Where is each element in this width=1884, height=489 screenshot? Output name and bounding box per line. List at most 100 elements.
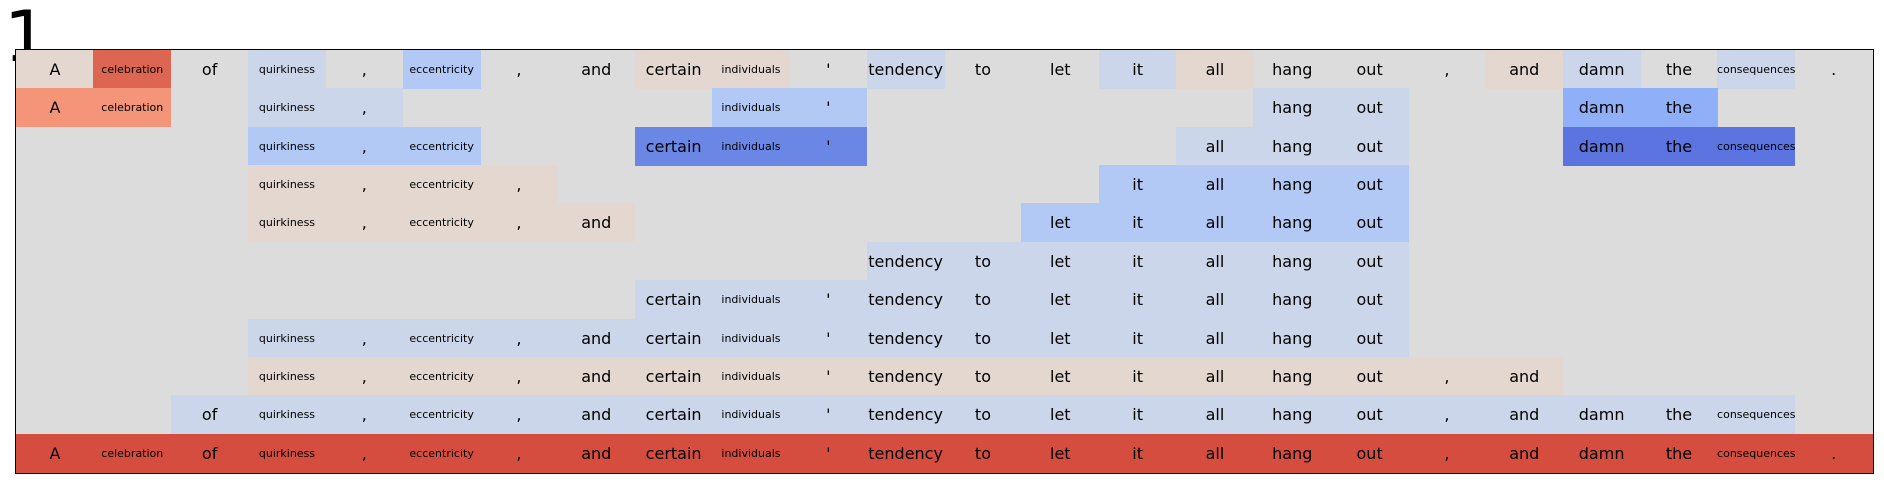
token-cell: hang — [1253, 88, 1332, 128]
token-cell: individuals — [712, 395, 790, 435]
token-cell: , — [480, 395, 558, 435]
token-cell: ' — [789, 433, 868, 473]
token-cell: to — [944, 356, 1022, 396]
token-cell: all — [1176, 318, 1254, 358]
token-cell: ' — [789, 356, 868, 396]
token-cell: quirkiness — [248, 356, 326, 396]
token-cell: and — [581, 59, 612, 79]
token-cell: quirkiness — [248, 50, 326, 89]
token-cell: eccentricity — [402, 433, 481, 473]
token-cell: hang — [1253, 433, 1332, 473]
token-cell: the — [1665, 59, 1693, 79]
token-cell: , — [325, 395, 404, 435]
token-cell: out — [1330, 126, 1409, 166]
token-cell: certain — [634, 126, 713, 166]
token-cell: and — [557, 356, 636, 396]
token-cell: , — [1444, 59, 1450, 79]
token-cell: of — [170, 433, 249, 473]
token-cell: certain — [634, 318, 713, 358]
token-cell: A — [16, 50, 94, 89]
token-cell: and — [1485, 50, 1564, 89]
token-cell: hang — [1272, 59, 1313, 79]
token-cell: individuals — [712, 356, 790, 396]
token-cell: and — [1485, 395, 1564, 435]
token-cell: out — [1330, 241, 1409, 281]
token-cell: consequences — [1717, 126, 1796, 166]
token-cell: hang — [1253, 395, 1332, 435]
token-cell: all — [1176, 126, 1254, 166]
token-cell: to — [974, 59, 991, 79]
token-cell: ' — [789, 318, 868, 358]
token-cell: the — [1640, 433, 1718, 473]
token-cell: hang — [1253, 356, 1332, 396]
token-cell: and — [557, 203, 636, 243]
token-cell: , — [325, 318, 404, 358]
token-cell: it — [1098, 395, 1177, 435]
token-cell: all — [1176, 395, 1254, 435]
token-cell: hang — [1253, 280, 1332, 320]
token-cell: let — [1021, 433, 1100, 473]
token-cell: hang — [1253, 318, 1332, 358]
token-cell: and — [557, 433, 636, 473]
token-cell: out — [1330, 433, 1409, 473]
token-cell: it — [1098, 280, 1177, 320]
token-cell: tendency — [866, 280, 945, 320]
token-cell: . — [1794, 433, 1873, 473]
token-cell: eccentricity — [402, 126, 481, 166]
token-cell: tendency — [866, 395, 945, 435]
token-cell: celebration — [93, 433, 172, 473]
token-cell: quirkiness — [248, 88, 326, 128]
token-cell: certain — [634, 433, 713, 473]
token-cell: damn — [1562, 50, 1641, 89]
token-cell: eccentricity — [402, 165, 481, 205]
token-cell: to — [944, 241, 1022, 281]
token-cell: let — [1021, 395, 1100, 435]
token-cell: it — [1098, 241, 1177, 281]
token-cell: it — [1098, 165, 1177, 205]
token-cell: individuals — [712, 88, 790, 128]
token-cell: out — [1330, 203, 1409, 243]
token-cell: all — [1176, 280, 1254, 320]
token-cell: let — [1021, 318, 1100, 358]
token-cell: certain — [634, 280, 713, 320]
token-cell: celebration — [93, 88, 172, 128]
token-cell: quirkiness — [248, 318, 326, 358]
token-cell: let — [1021, 203, 1100, 243]
token-cell: eccentricity — [402, 395, 481, 435]
token-cell: ' — [789, 88, 868, 128]
token-cell: individuals — [712, 280, 790, 320]
token-cell: consequences — [1717, 433, 1796, 473]
token-cell: out — [1330, 165, 1409, 205]
token-cell: , — [1408, 356, 1486, 396]
token-cell: eccentricity — [402, 318, 481, 358]
token-cell: , — [1408, 433, 1486, 473]
token-cell: individuals — [712, 318, 790, 358]
token-cell: ' — [789, 126, 868, 166]
token-cell: it — [1098, 203, 1177, 243]
token-cell: tendency — [866, 50, 945, 89]
token-cell: , — [325, 126, 404, 166]
token-cell: and — [1485, 356, 1564, 396]
token-cell: hang — [1253, 203, 1332, 243]
token-cell: damn — [1562, 126, 1641, 166]
token-cell: all — [1176, 241, 1254, 281]
token-cell: hang — [1253, 165, 1332, 205]
token-cell: damn — [1562, 395, 1641, 435]
token-cell: , — [361, 59, 367, 79]
token-cell: , — [1408, 395, 1486, 435]
token-cell: it — [1098, 318, 1177, 358]
token-cell: to — [944, 280, 1022, 320]
token-cell: out — [1330, 88, 1409, 128]
token-cell: let — [1021, 356, 1100, 396]
token-cell: out — [1330, 280, 1409, 320]
token-cell: ' — [826, 59, 831, 79]
token-cell: individuals — [712, 126, 790, 166]
token-cell: the — [1640, 126, 1718, 166]
token-cell: quirkiness — [248, 126, 326, 166]
token-cell: , — [516, 59, 522, 79]
token-cell: , — [325, 203, 404, 243]
token-cell: and — [557, 395, 636, 435]
token-cell: all — [1176, 433, 1254, 473]
token-cell: A — [16, 433, 94, 473]
